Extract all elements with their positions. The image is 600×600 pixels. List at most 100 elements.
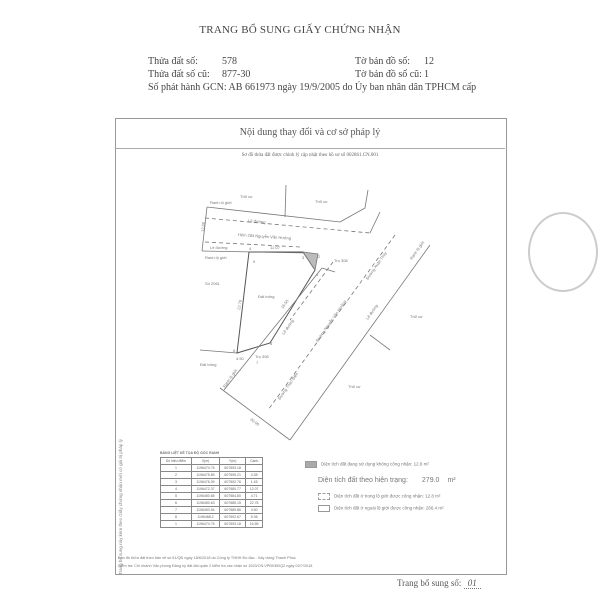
map-dimension: 22.78 — [236, 299, 243, 310]
note-line-2: Kiểm tra: Chi nhánh Văn phòng Đăng ký đấ… — [118, 564, 313, 568]
coord-cell: 4.71 — [245, 492, 263, 500]
point-label: 1 — [316, 272, 319, 277]
point-label: 5 — [253, 259, 256, 264]
coord-cell: 1196475.89 — [190, 471, 221, 479]
page-number: 01 — [463, 578, 481, 589]
coord-cell: 1.45 — [245, 478, 263, 486]
official-stamp — [528, 212, 598, 292]
point-label: 3 — [302, 255, 305, 260]
coord-cell: 607595.21 — [219, 471, 247, 479]
map-label: Thổ cư — [348, 384, 361, 389]
coord-cell: 607593.18 — [219, 464, 247, 472]
dashed-swatch-icon — [318, 493, 330, 500]
legend-item-inside: Diện tích đất ở trong lộ giới được công … — [318, 493, 440, 500]
coord-cell: 607585.15 — [219, 499, 247, 507]
coord-table-title: BẢNG LIỆT KÊ TỌA ĐỘ GÓC RANH — [160, 451, 220, 455]
coord-cell: 1196453.54 — [190, 506, 221, 514]
side-note: Trang bổ sung này kèm theo Giấy chứng nh… — [118, 439, 123, 575]
map-label: Đường Nguyễn Văn Hưởng — [315, 299, 347, 342]
legend-text: Diện tích đất ở trong lộ giới được công … — [334, 493, 441, 499]
coord-cell: 4.35 — [245, 471, 263, 479]
map-dimension: 20.00 — [249, 417, 261, 427]
coord-cell: 2 — [160, 471, 192, 479]
coord-cell: 607592.67 — [219, 513, 247, 521]
map-dimension: 4.50 — [236, 356, 245, 361]
footer-page: Trang bổ sung số: 01 — [397, 578, 481, 589]
map-label: Lề đường — [365, 303, 379, 320]
coord-cell — [245, 464, 263, 472]
coord-cell: 1196450.63 — [190, 499, 221, 507]
map-label: Trụ 308 — [255, 354, 269, 359]
map-sheet-label: Tờ bản đồ số: — [355, 56, 411, 67]
coord-cell: 3 — [160, 478, 192, 486]
map-label: Đường Xuân Thủy — [365, 251, 388, 281]
coord-cell: 1196476.09 — [190, 478, 221, 486]
point-label: 6 — [233, 348, 236, 353]
parcel-no-label: Thửa đất số: — [148, 56, 198, 67]
legend-item-outside: Diện tích đất ở ngoài lộ giới được công … — [318, 505, 444, 512]
coord-cell: 607589.86 — [219, 506, 247, 514]
coord-cell: 607584.80 — [219, 492, 247, 500]
gray-swatch-icon — [305, 461, 317, 468]
coord-cell: 607580.77 — [219, 485, 247, 493]
lot-boundary — [236, 251, 316, 354]
map-dimension: 12.00 — [200, 221, 206, 232]
coord-cell: 8 — [160, 513, 192, 521]
coord-cell: 6 — [160, 499, 192, 507]
legend-text: Diện tích đất ở ngoài lộ giới được công … — [334, 505, 444, 511]
point-label: 4 — [249, 246, 252, 251]
total-value: 279.0 — [421, 477, 440, 484]
map-label: Ranh lộ giới — [210, 200, 232, 205]
coord-cell: 607593.18 — [219, 520, 247, 528]
map-label: Đất trống — [258, 294, 274, 299]
coord-header: Y(m) — [219, 457, 247, 465]
coord-cell: 16.55 — [245, 520, 263, 528]
alley-edge-top — [206, 206, 341, 223]
coord-cell: 607592.76 — [219, 478, 247, 486]
map-label: Lề đường — [210, 245, 228, 250]
old-parcel-no: 877-30 — [222, 69, 251, 80]
map-sheet: 12 — [424, 56, 434, 67]
coord-cell: 1196450.65 — [190, 492, 221, 500]
coord-cell: 5.36 — [245, 513, 263, 521]
map-label: Lề đường — [248, 218, 266, 225]
coord-header: X(m) — [190, 457, 221, 465]
map-label: Số 2061 — [205, 281, 221, 286]
map-label: Lề đường — [281, 318, 295, 335]
page-title: TRANG BỔ SUNG GIẤY CHỨNG NHẬN — [199, 24, 401, 36]
map-dimension: 12.07 — [270, 245, 281, 250]
point-label: 7 — [256, 360, 259, 365]
unrecognized-area — [302, 251, 319, 272]
map-label: Đất trống — [200, 362, 216, 367]
box-heading: Nội dung thay đổi và cơ sở pháp lý — [115, 118, 505, 149]
coord-cell: 22.78 — [245, 499, 263, 507]
total-label: Diện tích đất theo hiện trạng: — [318, 477, 408, 484]
coord-header: Số hiệu điểm — [160, 457, 192, 465]
map-label: Ranh lộ giới — [222, 368, 239, 389]
map-label: Hẻm 284 Nguyễn Văn Hưởng — [238, 232, 291, 241]
legend-text: Diện tích đất đang sử dụng không công nh… — [321, 461, 429, 467]
certificate-line: Số phát hành GCN: AB 661973 ngày 19/9/20… — [148, 82, 477, 93]
old-map-sheet: 1 — [424, 69, 429, 80]
coord-cell: 12.07 — [245, 485, 263, 493]
coord-cell: 4.50 — [245, 506, 263, 514]
old-parcel-no-label: Thửa đất số cũ: — [148, 69, 210, 80]
coord-cell: 1196474.75 — [190, 520, 221, 528]
map-label: Trụ 308 — [334, 258, 348, 263]
coord-cell: 1196472.37 — [190, 485, 221, 493]
point-label: 2 — [318, 254, 321, 259]
parcel-no: 578 — [222, 56, 237, 67]
map-dimension: 16.55 — [280, 298, 290, 310]
map-label: Ranh lộ giới — [205, 255, 227, 260]
